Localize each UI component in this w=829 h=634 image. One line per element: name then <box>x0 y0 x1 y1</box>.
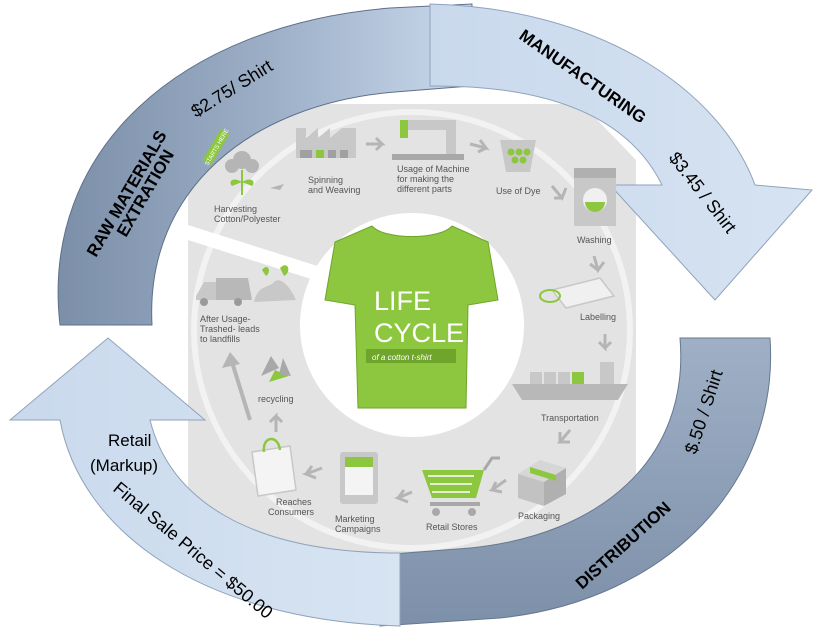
arrow-icon <box>268 412 284 432</box>
arrow-icon <box>589 255 606 274</box>
arrow-icon <box>366 136 386 152</box>
sewing-machine-icon <box>392 120 464 160</box>
consumers-label-1: Reaches <box>276 497 312 507</box>
spinning-label-2: and Weaving <box>308 185 360 195</box>
machine-label-2: for making the <box>397 174 454 184</box>
marketing-label-1: Marketing <box>335 514 375 524</box>
factory-icon <box>296 128 356 158</box>
cycle-title: CYCLE <box>374 318 464 348</box>
machine-label-1: Usage of Machine <box>397 164 470 174</box>
tablet-icon <box>340 452 378 504</box>
arrow-icon <box>222 352 240 368</box>
arrow-icon <box>488 478 507 494</box>
dye-bowl-icon <box>500 140 536 172</box>
arrow-icon <box>394 489 413 504</box>
landfill-label-1: After Usage- <box>200 314 251 324</box>
harvesting-label-2: Cotton/Polyester <box>214 214 281 224</box>
retail-arrow <box>8 337 401 627</box>
marketing-label-2: Campaigns <box>335 524 381 534</box>
landfill-label-2: Trashed- leads <box>200 324 260 334</box>
consumers-label-2: Consumers <box>268 507 315 517</box>
dye-label: Use of Dye <box>496 186 541 196</box>
center-subtitle: of a cotton t-shirt <box>372 353 432 362</box>
inner-ring <box>191 109 633 551</box>
recycling-label: recycling <box>258 394 294 404</box>
arrow-icon <box>597 334 613 352</box>
labelling-label: Labelling <box>580 312 616 322</box>
road-stripe <box>188 225 330 285</box>
retail-stores-label: Retail Stores <box>426 522 478 532</box>
manufacturing-arrow <box>429 3 814 301</box>
distribution-arrow <box>379 337 772 627</box>
garbage-truck-icon <box>196 278 252 306</box>
clothing-tag-icon <box>539 277 616 309</box>
package-box-icon <box>518 460 566 506</box>
life-title: LIFE <box>374 286 431 316</box>
arrow-icon <box>556 429 572 444</box>
machine-label-3: different parts <box>397 184 452 194</box>
retail-line-1: Retail <box>108 431 151 450</box>
shopping-bag-icon <box>251 437 297 497</box>
washing-label: Washing <box>577 235 612 245</box>
retail-line-2: (Markup) <box>90 456 158 475</box>
starts-here-badge <box>202 128 230 166</box>
subtitle-band <box>366 349 456 363</box>
arrow-icon <box>270 184 284 190</box>
packaging-label: Packaging <box>518 511 560 521</box>
shopping-cart-icon <box>422 456 500 516</box>
landfill-icon <box>254 265 296 302</box>
arrow-icon <box>301 465 323 480</box>
cotton-plant-icon <box>225 151 259 195</box>
cargo-ship-icon <box>512 362 628 400</box>
arrow-icon <box>230 361 252 421</box>
recycle-icon <box>261 356 291 382</box>
arrow-icon <box>469 139 490 154</box>
transportation-label: Transportation <box>541 413 599 423</box>
harvesting-label-1: Harvesting <box>214 204 257 214</box>
landfill-label-3: to landfills <box>200 334 241 344</box>
arrow-icon <box>550 185 568 201</box>
spinning-label-1: Spinning <box>308 175 343 185</box>
washing-machine-icon <box>574 168 616 226</box>
